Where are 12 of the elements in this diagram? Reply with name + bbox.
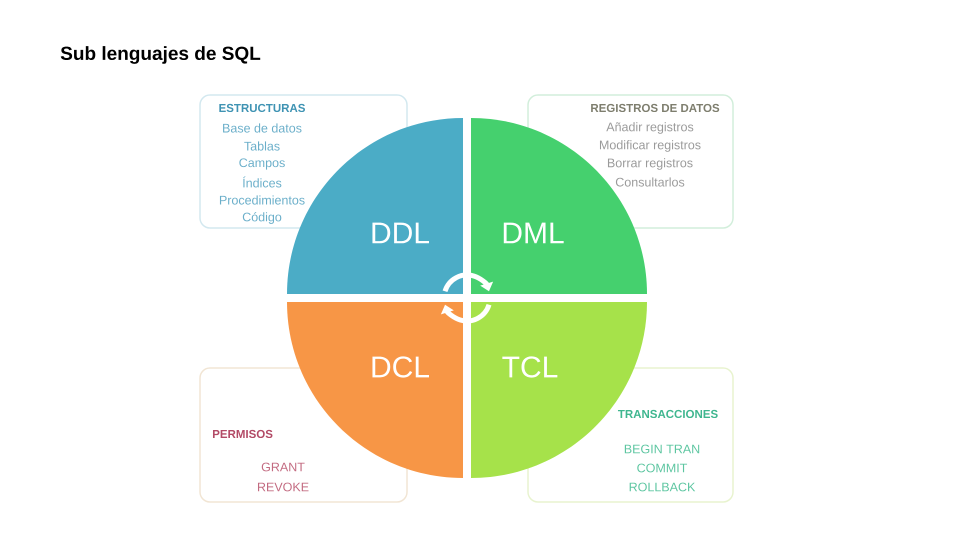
list-item: REVOKE [258,482,309,492]
circular-arrow [442,272,494,292]
list-item: Campos [239,158,285,170]
title: Sub lenguajes de SQL [60,46,260,64]
box-heading: ESTRUCTURAS [219,104,305,112]
circular-arrow [440,304,492,324]
list-item: Tablas [244,141,280,151]
list-item: ROLLBACK [630,482,696,492]
list-item: Código [242,212,282,224]
list-item: Índices [243,176,282,188]
box-heading: REGISTROS DE DATOS [591,104,720,112]
box-heading: PERMISOS [212,430,272,438]
